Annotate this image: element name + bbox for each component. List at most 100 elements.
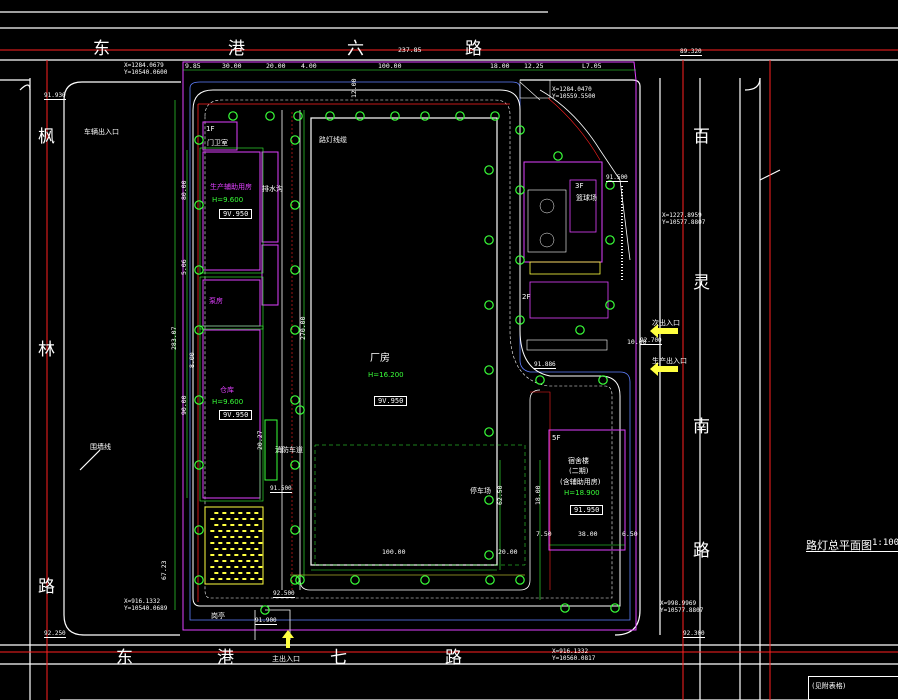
wall-label: 围墙线 bbox=[90, 443, 111, 451]
factory-elev: 9V.950 bbox=[374, 396, 408, 406]
lamp-43 bbox=[605, 300, 615, 310]
lamp-2 bbox=[293, 111, 303, 121]
entrance-w-label: 车辆出入口 bbox=[84, 128, 119, 136]
internal-road bbox=[192, 89, 621, 640]
hatch-mark bbox=[214, 548, 219, 550]
dim-top-7: 12.25 bbox=[524, 62, 544, 70]
dorm-note: (含辅助用房) bbox=[560, 478, 601, 486]
road-east-1: 百 bbox=[693, 127, 710, 147]
lamp-39 bbox=[515, 255, 525, 265]
hatch-mark bbox=[250, 578, 255, 580]
hatch-mark bbox=[210, 542, 215, 544]
elev-s2: 92.500 bbox=[273, 590, 295, 598]
factory-building bbox=[310, 117, 498, 566]
hatch-mark bbox=[222, 536, 227, 538]
dim-5-06: 5.06 bbox=[180, 259, 188, 275]
lamp-37 bbox=[515, 125, 525, 135]
hatch-mark bbox=[234, 530, 239, 532]
hatch-mark bbox=[254, 548, 259, 550]
lamp-5 bbox=[390, 111, 400, 121]
parking-label: 停车场 bbox=[470, 487, 491, 495]
road-network bbox=[0, 11, 898, 700]
hatch-mark bbox=[234, 542, 239, 544]
lamp-11 bbox=[194, 200, 204, 210]
dim-10: 10.00 bbox=[627, 338, 647, 346]
hatch-mark bbox=[250, 566, 255, 568]
floor-2f: 2F bbox=[522, 293, 531, 301]
hatch-mark bbox=[250, 542, 255, 544]
lamp-12 bbox=[290, 200, 300, 210]
lamp-13 bbox=[194, 265, 204, 275]
lamp-40 bbox=[515, 315, 525, 325]
road-south-1: 东 bbox=[116, 648, 133, 668]
west-building-outlines bbox=[199, 147, 264, 502]
hatch-mark bbox=[214, 512, 219, 514]
lamp-30 bbox=[484, 495, 494, 505]
hatch-mark bbox=[230, 512, 235, 514]
floor-3f: 3F bbox=[575, 182, 584, 190]
road-south-2: 港 bbox=[217, 648, 234, 668]
dorm-sub: (二期) bbox=[569, 467, 589, 475]
hatch-mark bbox=[226, 530, 231, 532]
elev-nw: 91.930 bbox=[44, 92, 66, 100]
wall-line bbox=[189, 81, 631, 621]
lamp-48 bbox=[560, 603, 570, 613]
factory-extension bbox=[314, 444, 526, 566]
floor-5f: 5F bbox=[552, 434, 561, 442]
drawing-scale: 1:1000 bbox=[872, 538, 898, 548]
lamp-29 bbox=[484, 427, 494, 437]
site-boundary bbox=[182, 61, 637, 631]
dim-38: 38.00 bbox=[578, 530, 598, 538]
green-area bbox=[204, 506, 264, 585]
road-north-1: 东 bbox=[93, 39, 110, 59]
hatch-mark bbox=[226, 518, 231, 520]
elev-sw: 92.250 bbox=[44, 630, 66, 638]
road-south-3: 七 bbox=[330, 648, 347, 668]
dorm-height: H=18.900 bbox=[564, 489, 600, 497]
lamp-25 bbox=[484, 165, 494, 175]
ne-complex bbox=[519, 79, 631, 351]
hatch-mark bbox=[222, 512, 227, 514]
lamp-35 bbox=[485, 575, 495, 585]
pump-label: 泵房 bbox=[209, 297, 223, 305]
dim-12-00: 12.00 bbox=[350, 78, 358, 98]
hatch-mark bbox=[254, 512, 259, 514]
lamp-0 bbox=[228, 111, 238, 121]
lamp-26 bbox=[484, 235, 494, 245]
entrance-arrows bbox=[282, 324, 678, 648]
lamp-19 bbox=[194, 460, 204, 470]
hatch-mark bbox=[246, 536, 251, 538]
dim-total-west: 283.07 bbox=[170, 326, 178, 350]
hatch-mark bbox=[230, 524, 235, 526]
hatch-mark bbox=[238, 548, 243, 550]
dim-6-50: 6.50 bbox=[622, 530, 638, 538]
lamp-49 bbox=[610, 603, 620, 613]
hatch-mark bbox=[258, 566, 263, 568]
dim-7-50: 7.50 bbox=[536, 530, 552, 538]
elev-e1: 91.500 bbox=[606, 174, 628, 182]
hatch-mark bbox=[238, 512, 243, 514]
hatch-mark bbox=[246, 524, 251, 526]
lamp-4 bbox=[355, 111, 365, 121]
lamp-15 bbox=[194, 325, 204, 335]
hatch-mark bbox=[210, 554, 215, 556]
dim-8-00: 8.00 bbox=[188, 352, 196, 368]
elev-se: 92.300 bbox=[683, 630, 705, 638]
dim-inner-vert: 270.00 bbox=[299, 316, 307, 340]
dim-62-50: 62.50 bbox=[496, 485, 504, 505]
hatch-mark bbox=[214, 524, 219, 526]
road-north-3: 六 bbox=[347, 39, 364, 59]
hatch-mark bbox=[226, 542, 231, 544]
dim-top-6: 18.00 bbox=[490, 62, 510, 70]
lamp-23 bbox=[194, 575, 204, 585]
hatch-mark bbox=[246, 512, 251, 514]
road-north-4: 路 bbox=[465, 39, 482, 59]
lamp-36 bbox=[515, 575, 525, 585]
elev-gate: 91.900 bbox=[255, 617, 277, 625]
road-west-2: 林 bbox=[38, 340, 55, 360]
hatch-mark bbox=[234, 566, 239, 568]
hatch-mark bbox=[246, 572, 251, 574]
lamp-1 bbox=[265, 111, 275, 121]
entrance-e2-label: 生产出入口 bbox=[652, 357, 687, 365]
